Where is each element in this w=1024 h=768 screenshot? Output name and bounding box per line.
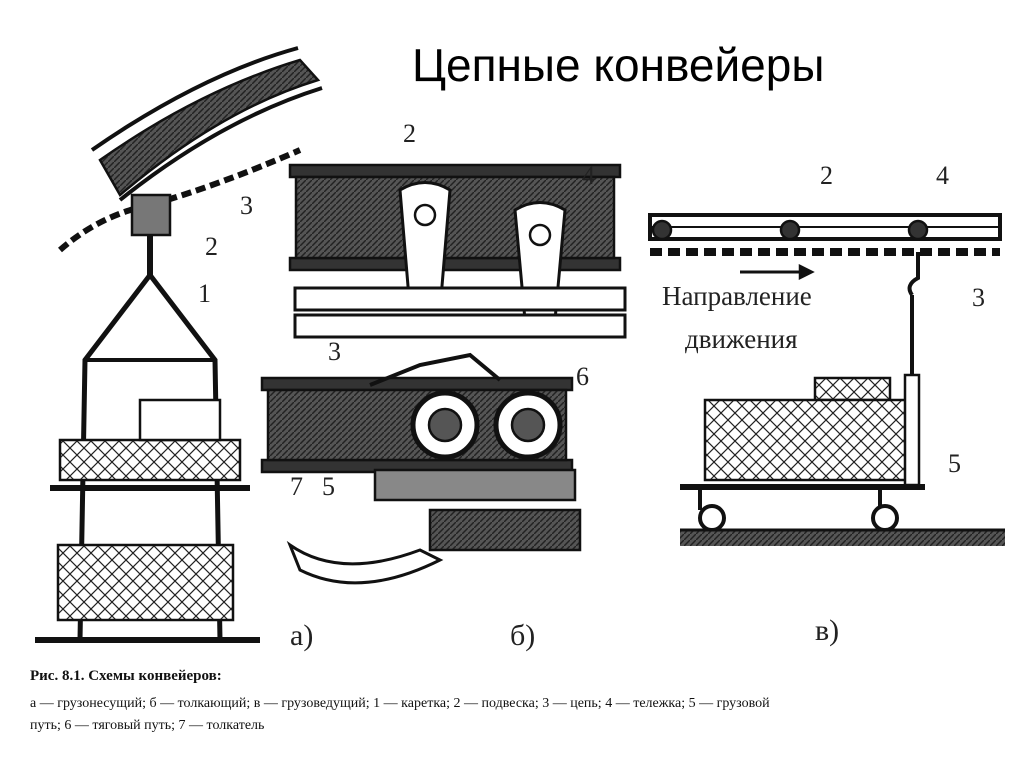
panel-a-letter: а) xyxy=(290,619,313,652)
panel-b-drawing xyxy=(260,163,627,585)
panel-c-label-2: 2 xyxy=(820,161,833,190)
panel-a-label-2: 2 xyxy=(205,232,218,261)
panel-c-letter: в) xyxy=(815,614,839,647)
panel-c-label-5: 5 xyxy=(948,449,961,478)
panel-a-label-3: 3 xyxy=(240,191,253,220)
panel-c-label-3: 3 xyxy=(972,283,985,312)
panel-c-label-4: 4 xyxy=(936,161,949,190)
direction-label-line2: движения xyxy=(685,324,798,354)
slide-title: Цепные конвейеры xyxy=(412,39,825,91)
figure-caption-legend-line2: путь; 6 — тяговый путь; 7 — толкатель xyxy=(30,718,265,733)
direction-label-line1: Направление xyxy=(662,281,812,311)
figure-caption-title: Рис. 8.1. Схемы конвейеров: xyxy=(30,668,222,684)
panel-c-drawing xyxy=(648,213,1005,546)
panel-a-label-1: 1 xyxy=(198,279,211,308)
panel-b-label-7: 7 xyxy=(290,472,303,501)
panel-b-label-5: 5 xyxy=(322,472,335,501)
panel-a-drawing xyxy=(35,46,323,643)
panel-b-label-6: 6 xyxy=(576,362,589,391)
panel-b-label-4: 4 xyxy=(582,161,595,190)
panel-b-label-2: 2 xyxy=(403,119,416,148)
figure-caption-legend-line1: а — грузонесущий; б — толкающий; в — гру… xyxy=(30,696,770,711)
panel-b-label-3: 3 xyxy=(328,337,341,366)
panel-b-letter: б) xyxy=(510,619,535,652)
